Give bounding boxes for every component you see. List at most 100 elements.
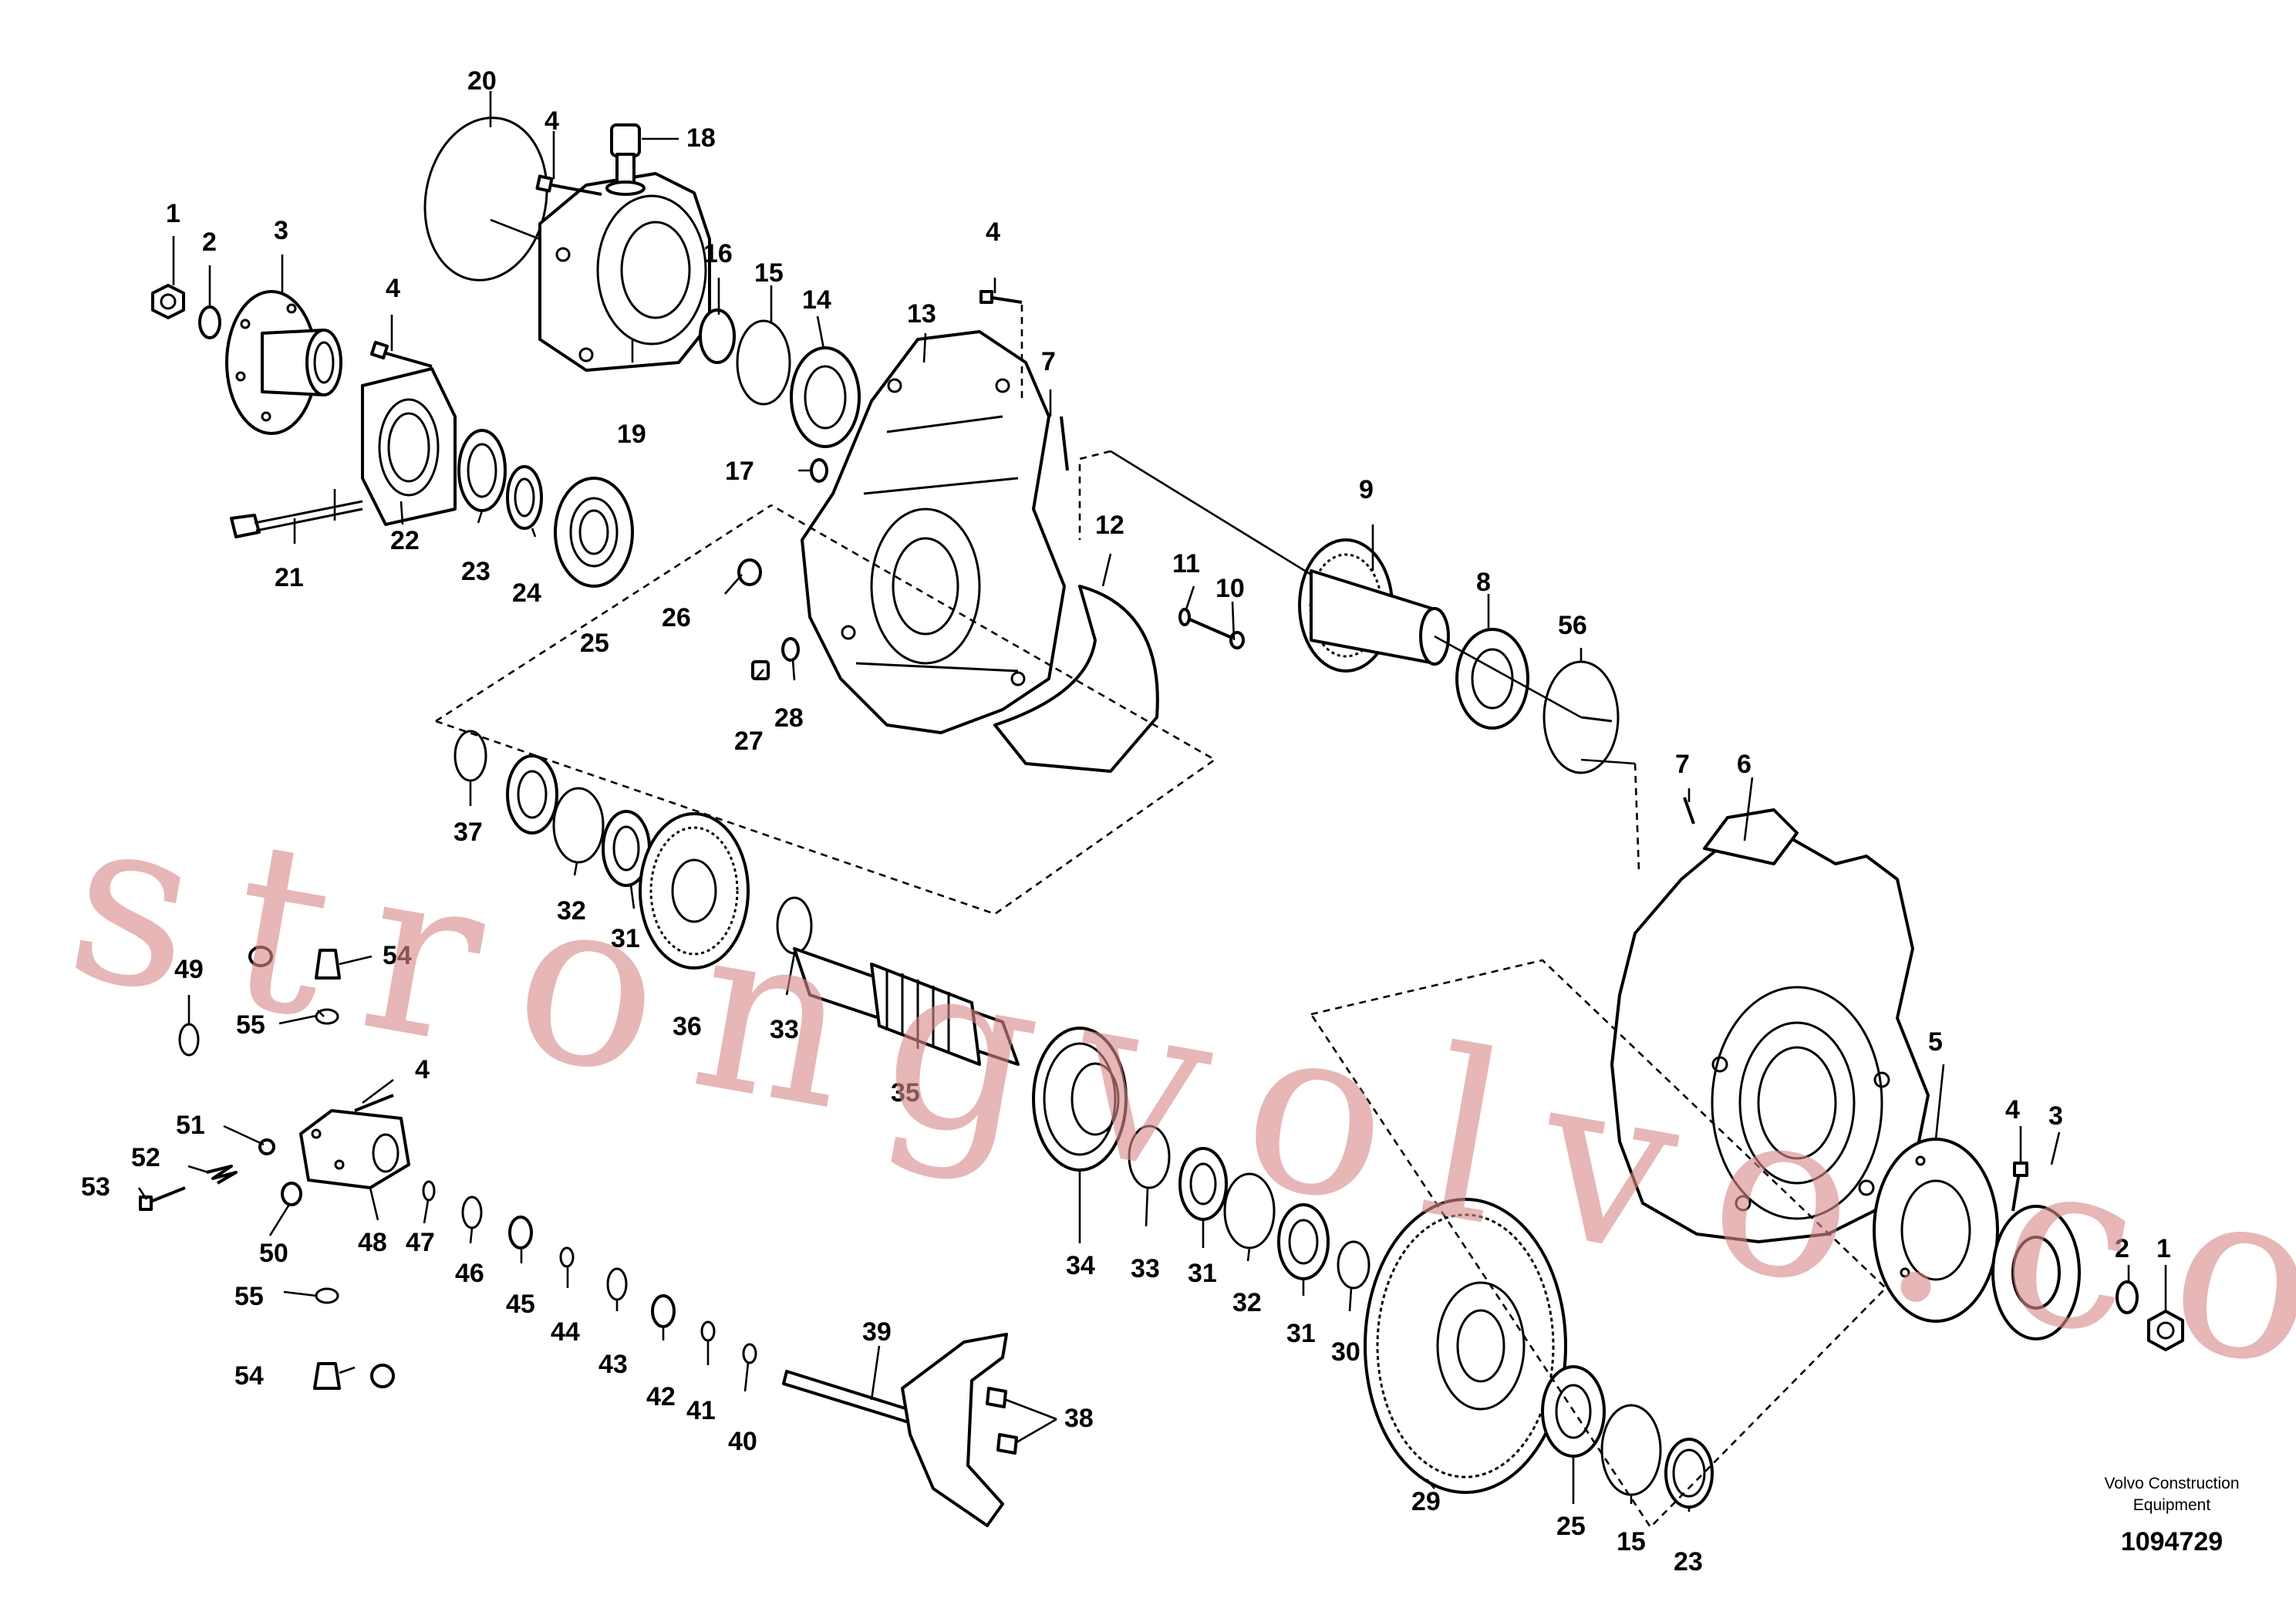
- fitting-part: [315, 949, 341, 980]
- callout-label: 21: [275, 563, 304, 592]
- callout-label: 19: [617, 420, 646, 449]
- roller-bearing-part: [790, 346, 861, 448]
- callout-labels: 20 4 18 1 2 3 4 16 15 14 13 4 19 7 22 23…: [81, 66, 2171, 1576]
- bolt-part: [2011, 1172, 2021, 1212]
- o-ring-part: [461, 1195, 483, 1229]
- fitting-part: [313, 1362, 341, 1390]
- callout-label: 1: [166, 199, 180, 228]
- piston-part: [651, 1294, 676, 1328]
- snap-ring-part: [1337, 1240, 1371, 1290]
- snap-ring-part: [453, 730, 487, 782]
- roller-bearing-part: [554, 477, 634, 588]
- callout-label: 25: [580, 629, 609, 658]
- callout-label: 45: [506, 1290, 535, 1319]
- callout-label: 8: [1476, 568, 1491, 597]
- oil-seal-part: [457, 429, 507, 512]
- callout-label: 55: [234, 1282, 264, 1311]
- callout-label: 55: [236, 1010, 265, 1040]
- callout-label: 29: [1411, 1487, 1441, 1516]
- snap-ring-part: [1600, 1404, 1662, 1496]
- dowel-pin-part: [1683, 797, 1695, 824]
- plug-part: [810, 458, 828, 483]
- callout-label: 4: [2005, 1095, 2020, 1125]
- callout-label: 2: [202, 228, 217, 257]
- input-yoke-assembly: [151, 284, 634, 588]
- o-ring-part: [559, 1246, 575, 1268]
- o-ring-part: [315, 1287, 339, 1304]
- o-ring-part: [700, 1320, 716, 1342]
- oil-seal-part: [699, 309, 736, 364]
- callout-label: 12: [1095, 511, 1124, 540]
- callout-label: 11: [1172, 549, 1200, 578]
- callout-label: 5: [1928, 1027, 1943, 1057]
- callout-label: 23: [1674, 1547, 1703, 1576]
- cap-part: [248, 946, 273, 967]
- callout-label: 26: [662, 603, 691, 632]
- callout-label: 46: [455, 1259, 484, 1288]
- callout-label: 13: [907, 299, 936, 329]
- plug-part: [281, 1182, 302, 1206]
- mainshaft-assembly: [453, 730, 1714, 1509]
- callout-label: 39: [862, 1317, 892, 1347]
- callout-label: 20: [467, 66, 497, 96]
- bolt-part: [1187, 617, 1235, 640]
- callout-label: 49: [174, 955, 204, 984]
- spacer-part: [506, 465, 543, 530]
- callout-label: 18: [686, 123, 716, 153]
- callout-label: 17: [725, 457, 754, 486]
- splash-shield-part: [993, 585, 1159, 773]
- callout-label: 33: [770, 1015, 799, 1044]
- callout-label: 2: [2115, 1234, 2129, 1263]
- callout-label: 47: [406, 1228, 435, 1257]
- callout-label: 32: [1232, 1288, 1262, 1317]
- valve-block-part: [299, 1109, 410, 1189]
- callout-label: 4: [386, 274, 400, 303]
- callout-label: 54: [234, 1361, 264, 1391]
- right-housing-assembly: [1610, 797, 1930, 1243]
- callout-label: 50: [259, 1239, 288, 1268]
- output-flange-assembly: [1873, 1138, 2184, 1351]
- piston-part: [508, 1216, 533, 1249]
- callout-label: 30: [1331, 1337, 1360, 1367]
- callout-label: 7: [1675, 750, 1690, 779]
- housing-main-part: [801, 330, 1066, 734]
- callout-label: 15: [1617, 1527, 1646, 1556]
- assembly-outlines: [435, 305, 1887, 1529]
- callout-label: 24: [512, 578, 541, 608]
- callout-label: 31: [1286, 1319, 1316, 1348]
- callout-label: 9: [1359, 475, 1374, 504]
- callout-label: 41: [686, 1396, 716, 1425]
- callout-label: 33: [1131, 1254, 1160, 1283]
- ball-part: [258, 1138, 275, 1155]
- callout-label: 23: [461, 557, 491, 586]
- upper-cover-assembly: [423, 116, 861, 448]
- shift-fork-part: [901, 1333, 1008, 1527]
- callout-label: 15: [754, 258, 784, 288]
- callout-label: 4: [544, 106, 559, 136]
- callout-label: 43: [598, 1350, 628, 1379]
- snap-ring-part: [1128, 1125, 1171, 1189]
- brand-line-1: Volvo Construction: [2104, 1475, 2239, 1492]
- roller-bearing-part: [1455, 628, 1529, 730]
- callout-label: 16: [703, 239, 733, 268]
- callout-label: 3: [2048, 1101, 2063, 1131]
- ring-gear-part: [1364, 1198, 1567, 1494]
- callout-label: 6: [1737, 750, 1752, 779]
- callout-label: 31: [611, 924, 640, 953]
- brand-line-2: Equipment: [2133, 1496, 2211, 1514]
- roller-bearing-part: [506, 754, 558, 835]
- shift-rod-part: [782, 1370, 912, 1424]
- callout-label: 56: [1558, 611, 1587, 640]
- washer-part: [1178, 608, 1191, 626]
- callout-label: 51: [176, 1111, 205, 1140]
- callout-label: 1: [2156, 1234, 2171, 1263]
- cap-part: [370, 1364, 395, 1388]
- bearing-cover-part: [361, 367, 457, 526]
- flange-nut-part: [151, 284, 185, 319]
- callout-label: 3: [274, 216, 288, 245]
- callout-label: 22: [390, 526, 420, 555]
- callout-label: 32: [557, 896, 586, 926]
- o-ring-large-part: [423, 116, 548, 282]
- callout-label: 25: [1556, 1512, 1586, 1541]
- callout-label: 35: [891, 1078, 920, 1108]
